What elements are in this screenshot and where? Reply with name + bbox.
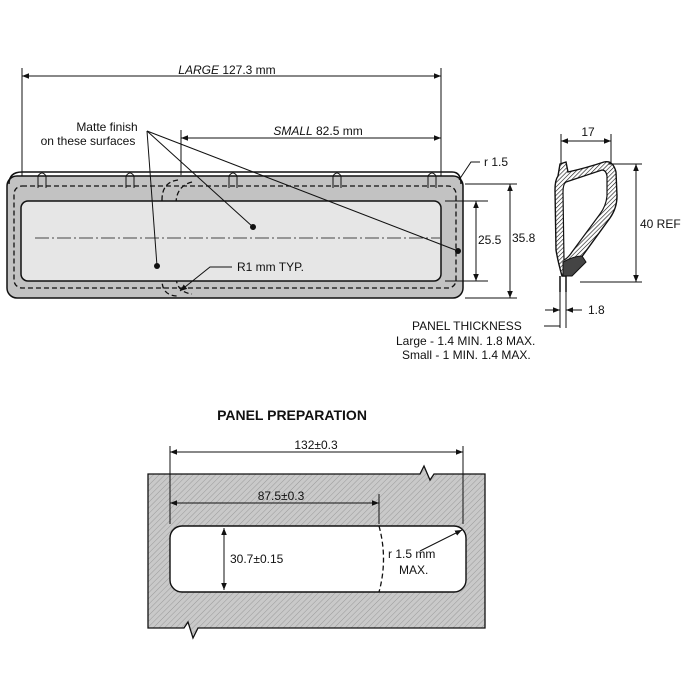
panel-height-label: 30.7±0.15 <box>230 552 284 566</box>
inner-radius-leader <box>179 266 232 292</box>
panel-preparation-view: PANEL PREPARATION 132±0.3 87.5±0.3 30.7±… <box>147 407 486 640</box>
panel-prep-title: PANEL PREPARATION <box>217 407 367 423</box>
panel-cutout <box>169 525 467 593</box>
side-section-view: 17 40 REF 1.8 PANEL THICKNESS Large - 1.… <box>396 125 681 362</box>
hidden-outline <box>13 185 457 289</box>
mounting-tabs <box>37 172 437 188</box>
cutout-radius-leader <box>419 529 463 552</box>
corner-radius-leader <box>458 161 480 181</box>
top-view: LARGE 127.3 mm SMALL 82.5 mm Matte finis… <box>6 63 536 299</box>
matte-finish-leaders <box>146 130 461 269</box>
section-insert <box>562 255 587 277</box>
matte-finish-line1: Matte finish <box>76 120 137 134</box>
panel-thickness-title: PANEL THICKNESS <box>412 319 522 333</box>
panel-thickness-small: Small - 1 MIN. 1.4 MAX. <box>402 348 531 362</box>
outer-height-label: 35.8 <box>512 231 536 245</box>
panel-thickness-large: Large - 1.4 MIN. 1.8 MAX. <box>396 334 535 348</box>
cutout-radius-line2: MAX. <box>399 563 428 577</box>
small-word: SMALL <box>273 124 312 138</box>
depth-label: 17 <box>581 125 595 139</box>
small-cutout-boundary <box>378 525 385 593</box>
cutout-radius-line1: r 1.5 mm <box>388 547 435 561</box>
panel-large-width-label: 132±0.3 <box>294 438 338 452</box>
inner-radius-label: R1 mm TYP. <box>237 260 304 274</box>
large-word: LARGE <box>178 63 220 77</box>
panel-small-width-label: 87.5±0.3 <box>258 489 305 503</box>
corner-radius-label: r 1.5 <box>484 155 508 169</box>
handle-recess <box>20 200 442 282</box>
height-ref-label: 40 REF <box>640 217 681 231</box>
large-value: 127.3 mm <box>219 63 276 77</box>
thickness-label: 1.8 <box>588 303 605 317</box>
matte-finish-line2: on these surfaces <box>41 134 136 148</box>
section-cavity <box>562 169 608 261</box>
small-dimension-label: SMALL 82.5 mm <box>273 124 362 138</box>
inner-height-label: 25.5 <box>478 233 502 247</box>
large-dimension-label: LARGE 127.3 mm <box>178 63 275 77</box>
small-value: 82.5 mm <box>313 124 363 138</box>
